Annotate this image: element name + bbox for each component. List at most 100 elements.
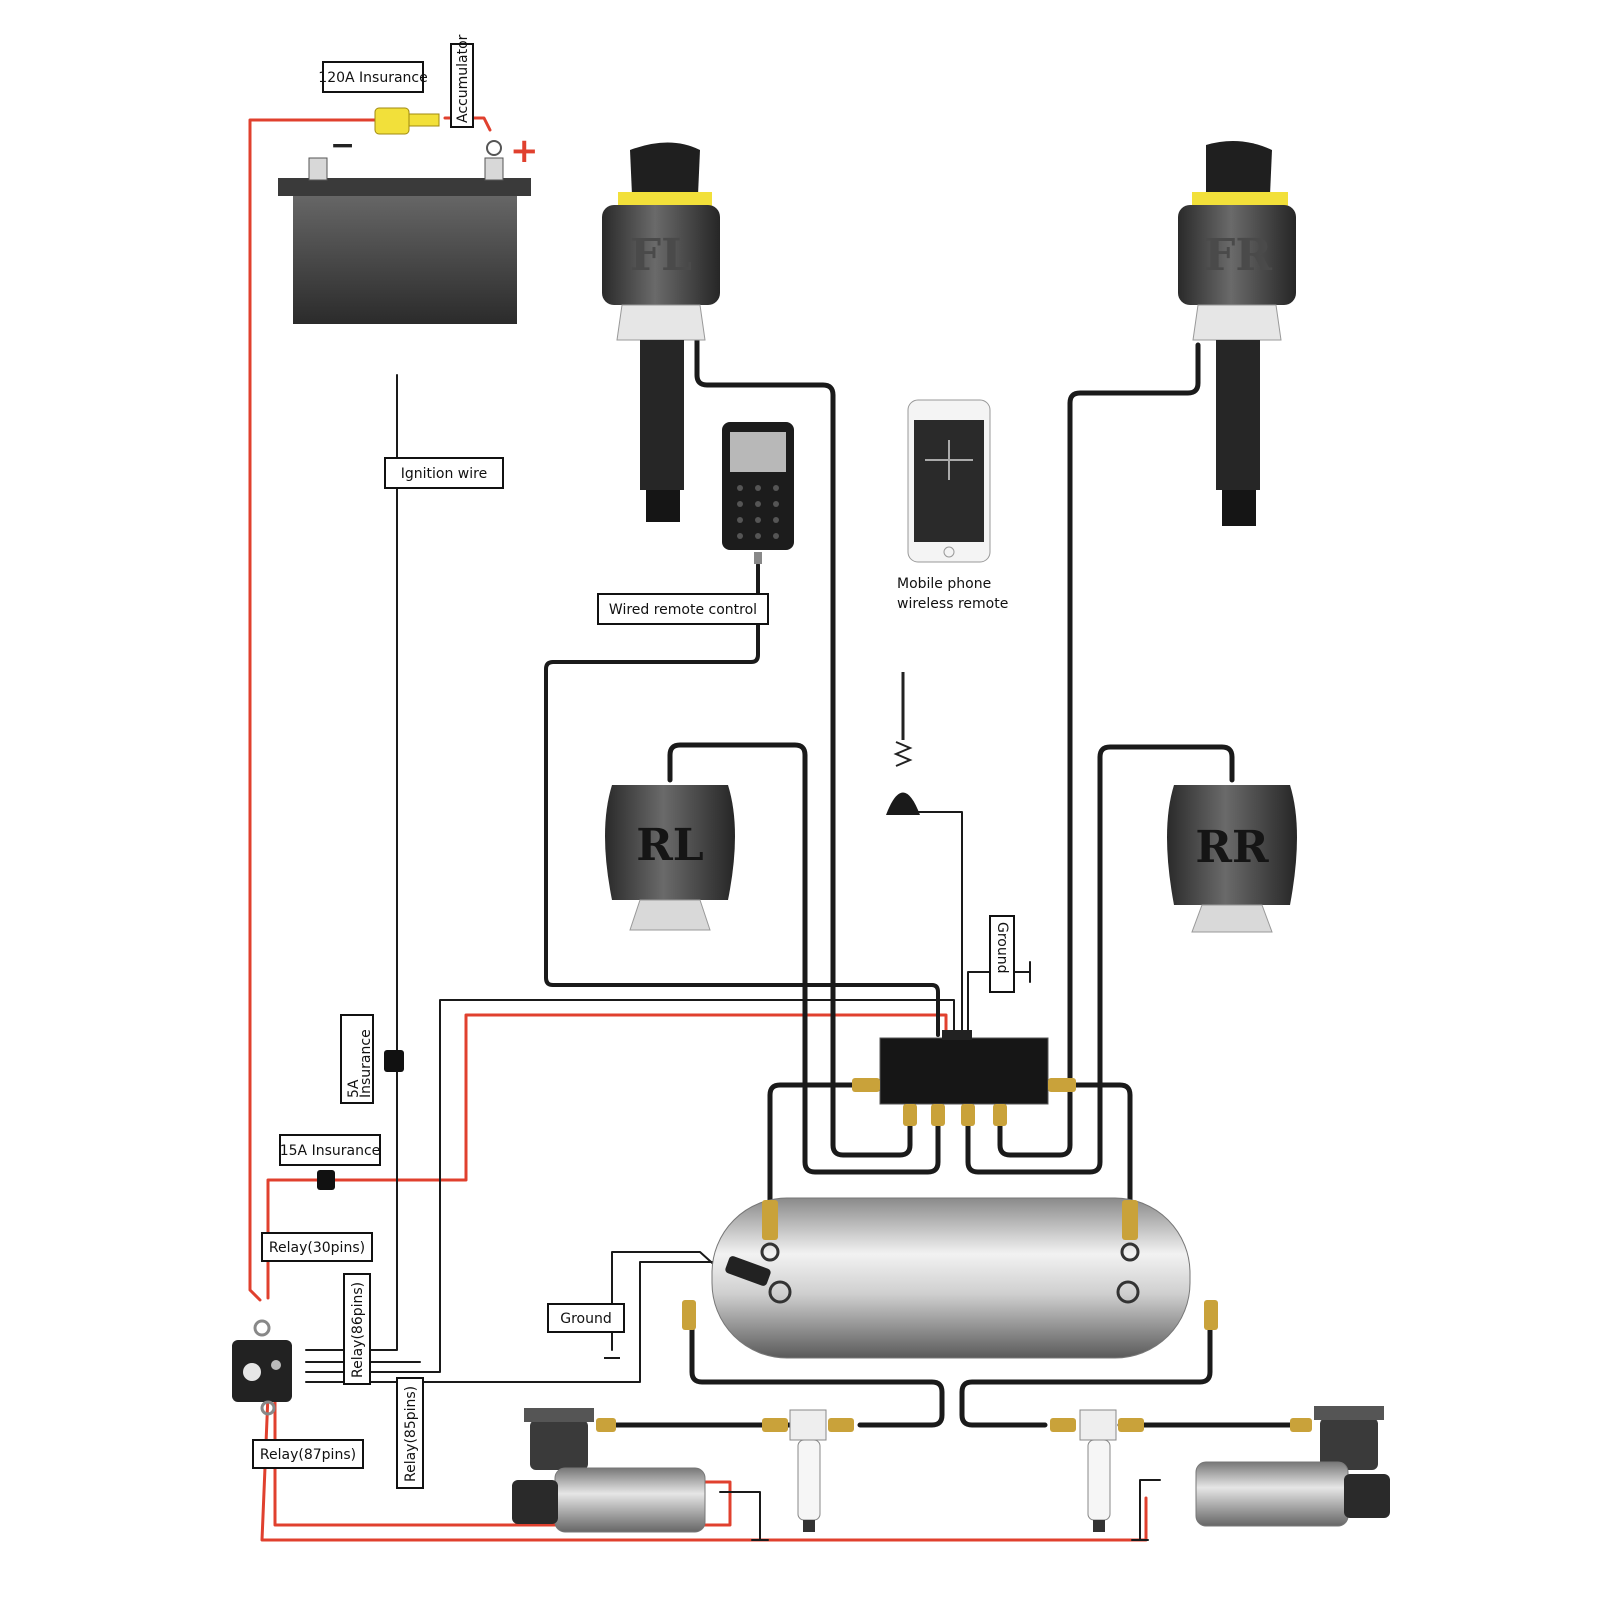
- signal-wiring: [305, 374, 1161, 1541]
- air-tank: [682, 1197, 1218, 1359]
- ignition-label-box: [384, 457, 504, 489]
- left-compressor-head: [530, 1420, 588, 1470]
- fuse-120a-label: 120A Insurance: [318, 70, 427, 86]
- tank-side-fitting: [1204, 1300, 1218, 1330]
- relay30-label-box: [261, 1232, 373, 1262]
- rl-base: [629, 899, 711, 931]
- left-compressor-outlet: [596, 1418, 616, 1432]
- relay-terminal-icon: [271, 1360, 281, 1370]
- tank-port-fitting: [1122, 1200, 1138, 1240]
- relay87-label-box: [252, 1439, 364, 1469]
- relay-to-tank-sensor-line: [305, 1261, 731, 1383]
- tank-port-icon: [760, 1242, 780, 1262]
- wired-remote-screen: [730, 432, 786, 472]
- ground-tank-label: Ground: [560, 1311, 612, 1327]
- fuse-15a-label: 15A Insurance: [280, 1143, 381, 1159]
- left-filter-fitting: [828, 1418, 854, 1432]
- rl-air-bag: [605, 785, 735, 900]
- antenna-cable: [909, 811, 963, 1036]
- ground-top-label-box: [989, 915, 1015, 993]
- relay86-label-box: [343, 1273, 371, 1385]
- rl-air-line: [667, 742, 941, 1175]
- ground-symbol-top: [1013, 961, 1031, 983]
- wired-remote-label: Wired remote control: [609, 602, 757, 618]
- left-compressor: [512, 1408, 706, 1533]
- relay: Relay(30pins) Relay(86pins) Relay(85pins…: [232, 1232, 424, 1489]
- relay86-label: Relay(86pins): [350, 1282, 366, 1378]
- wired-remote: Wired remote control: [597, 422, 794, 625]
- relay-terminal-icon: [243, 1363, 261, 1381]
- right-compressor-outlet: [1290, 1418, 1312, 1432]
- tank-to-ecu-left-line: [767, 1082, 858, 1208]
- tank-side-fitting: [682, 1300, 696, 1330]
- relay85-label-box: [396, 1377, 424, 1489]
- fuse-120a: 120A Insurance Accumulator: [318, 34, 474, 135]
- tank-port-icon: [1120, 1242, 1140, 1262]
- relay-85-line: [305, 999, 955, 1373]
- left-compressor-cap: [524, 1408, 594, 1422]
- tank-sensor-plug: [725, 1256, 771, 1286]
- fuse-15a-body: [317, 1170, 335, 1190]
- fl-yellow-ring: [618, 192, 712, 206]
- relay85-label: Relay(85pins): [403, 1386, 419, 1482]
- fr-air-bag: [1178, 205, 1296, 305]
- right-filter-fitting: [1118, 1418, 1144, 1432]
- fuse-120a-tail: [408, 113, 440, 127]
- fuse-5a-label-2: Insurance: [358, 1029, 374, 1098]
- fifteen-amp-feed-wire: [266, 1013, 948, 1300]
- battery-positive-sign: +: [510, 131, 539, 171]
- fl-air-line: [694, 337, 913, 1158]
- ecu-fittings: [852, 1078, 1076, 1126]
- antenna-coil-icon: [893, 741, 913, 767]
- right-compressor-feed-line: [959, 1319, 1213, 1428]
- accumulator-label: Accumulator: [455, 34, 471, 123]
- fuse-5a: 5A Insurance: [340, 1014, 404, 1104]
- ignition-label: Ignition wire: [401, 466, 487, 482]
- ground-tank-label-box: [547, 1303, 625, 1333]
- left-filter-fitting: [762, 1418, 788, 1432]
- fuse-5a-label-box: [340, 1014, 374, 1104]
- battery-top-lid: [278, 178, 531, 196]
- rear-left-bag: RL: [605, 785, 735, 931]
- fuse-120a-body: [374, 107, 410, 135]
- battery-to-relay-wire: [248, 118, 377, 1302]
- tank-pressure-sensor-icon: [768, 1280, 792, 1304]
- tank-drain-port-icon: [1116, 1280, 1140, 1304]
- fl-air-bag: [602, 205, 720, 305]
- tank-port-fitting: [762, 1200, 778, 1240]
- relay-87-to-left-compressor-wire: [273, 1398, 732, 1527]
- relay87-label: Relay(87pins): [260, 1447, 356, 1463]
- mobile-label-line2: wireless remote: [897, 596, 1008, 612]
- tank-to-ecu-right-line: [1049, 1082, 1133, 1208]
- valve-control-unit: [852, 1030, 1076, 1126]
- phone-app-controls-icon: [925, 440, 973, 480]
- wired-remote-label-box: [597, 593, 769, 625]
- relay-body: [232, 1340, 292, 1402]
- fr-bag-label: FR: [1204, 230, 1272, 281]
- fuse-120a-label-box: [322, 61, 424, 93]
- fuse-5a-label-1: 5A: [346, 1079, 362, 1098]
- left-filter-drain: [803, 1520, 815, 1532]
- right-compressor-motor: [1195, 1461, 1349, 1527]
- ecu-connector: [942, 1030, 972, 1040]
- left-filter-bowl: [797, 1439, 821, 1521]
- battery-positive-terminal: [484, 157, 504, 181]
- fr-piston: [1192, 304, 1282, 341]
- relay30-label: Relay(30pins): [269, 1240, 365, 1256]
- battery-negative-sign: −: [330, 128, 355, 163]
- left-filter: [762, 1409, 854, 1532]
- ground-tank: Ground: [547, 1303, 625, 1359]
- ignition-wire-line: [305, 374, 398, 1351]
- fr-yellow-ring: [1192, 192, 1288, 206]
- fl-top-mount: [630, 142, 700, 195]
- tank-body: [711, 1197, 1191, 1359]
- rr-bag-label: RR: [1195, 822, 1269, 873]
- left-compressor-feed-line: [689, 1317, 945, 1428]
- rr-base: [1191, 904, 1273, 933]
- ignition-wire: Ignition wire: [384, 457, 504, 489]
- tank-ground-line: [611, 1251, 721, 1351]
- fr-shock-body: [1216, 340, 1260, 490]
- right-filter-fitting: [1050, 1418, 1076, 1432]
- accumulator-label-box: [450, 43, 474, 128]
- front-left-strut: FL: [602, 142, 720, 522]
